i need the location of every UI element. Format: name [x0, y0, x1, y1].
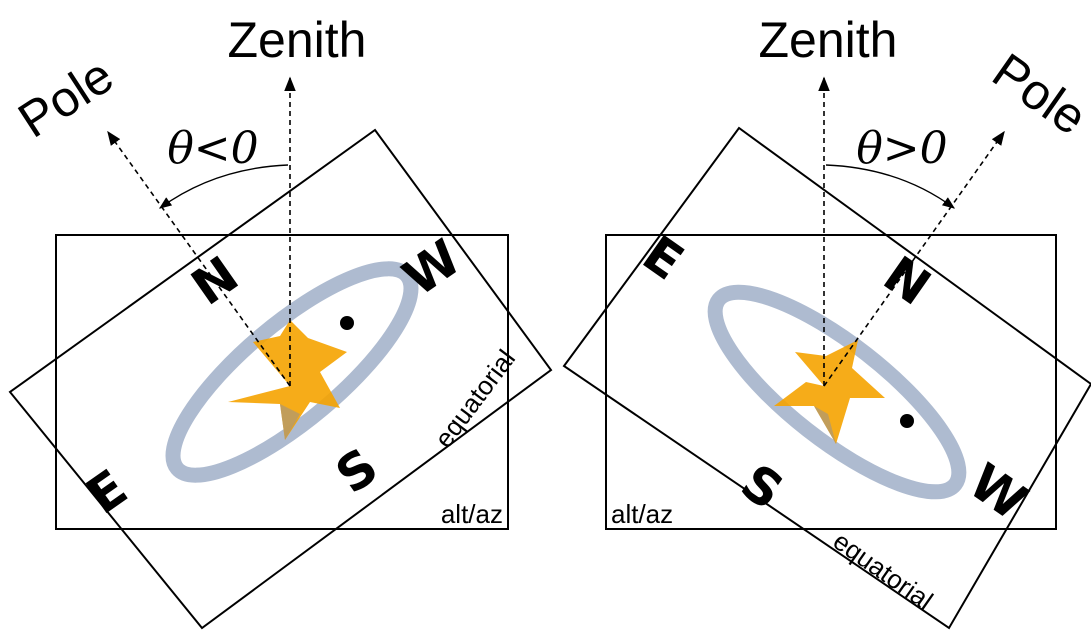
right-pole-line	[823, 130, 1005, 387]
left-equatorial-frame	[8, 128, 553, 630]
right-altaz-label: alt/az	[611, 499, 673, 529]
left-pole-label: Pole	[9, 47, 123, 148]
right-equatorial-frame	[562, 126, 1091, 630]
left-compass-n: N	[181, 245, 249, 317]
right-pole-label: Pole	[983, 42, 1091, 145]
left-altaz-frame	[55, 234, 509, 530]
left-pole-line	[107, 130, 291, 387]
right-star	[774, 340, 885, 444]
left-angle-arc	[158, 164, 289, 209]
left-star	[228, 320, 347, 440]
left-star-shadow	[280, 404, 300, 440]
right-angle-arc	[825, 164, 956, 209]
left-zenith-label: Zenith	[228, 12, 367, 68]
right-zenith-label: Zenith	[759, 12, 898, 68]
left-altaz-label: alt/az	[441, 499, 503, 529]
left-compass-e: E	[76, 458, 137, 525]
right-orbit-ellipse	[707, 284, 967, 500]
right-angle-label: θ>0	[856, 123, 947, 174]
right-compass-s: S	[731, 453, 794, 521]
left-angle-label: θ<0	[167, 123, 258, 174]
right-compass-w: W	[959, 452, 1037, 531]
left-orbit-ellipse	[165, 261, 419, 483]
right-altaz-frame	[605, 234, 1057, 530]
right-star-shadow	[814, 406, 836, 444]
left-planet-dot	[340, 316, 354, 330]
right-compass-n: N	[873, 245, 941, 317]
right-diagram: Zenith Pole θ>0 E N S W equatorial alt/a…	[562, 12, 1091, 630]
right-equatorial-label: equatorial	[828, 526, 939, 616]
left-compass-s: S	[326, 437, 389, 505]
left-diagram: Zenith Pole θ<0 N W E S equatorial alt/a…	[8, 12, 553, 630]
right-planet-dot	[900, 414, 914, 428]
